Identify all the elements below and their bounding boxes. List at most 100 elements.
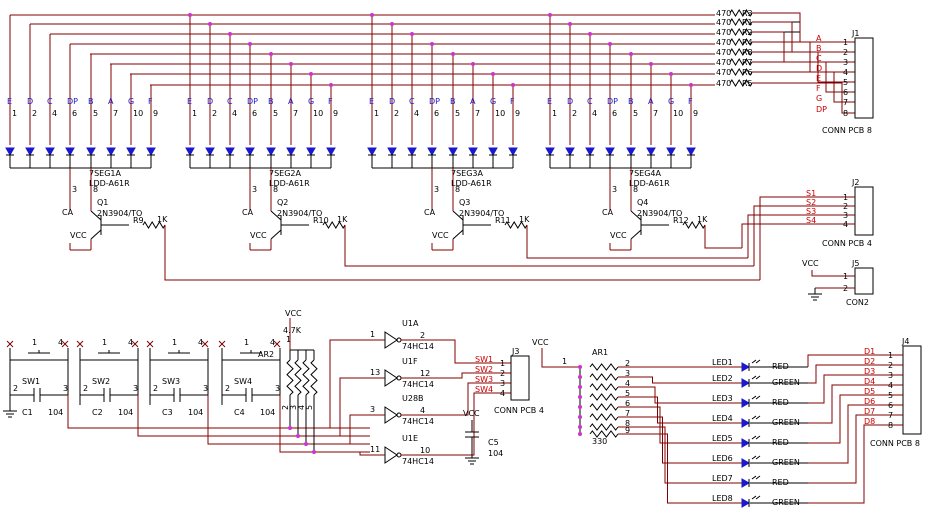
- resistor-ref: R4: [742, 38, 753, 47]
- segment-letter: A: [288, 97, 294, 106]
- led-arrow: [751, 475, 757, 480]
- segment-diode: [585, 147, 595, 157]
- junction-dot: [649, 62, 653, 66]
- resistor-value: 470: [716, 79, 731, 88]
- inverter-gate: [384, 331, 398, 349]
- j4-signal: D2: [864, 357, 875, 366]
- inverter-in-pin: 13: [370, 368, 380, 377]
- switch-pin-1: 1: [32, 338, 37, 347]
- switch-pin-3: 3: [133, 384, 138, 393]
- segment-letter: D: [389, 97, 395, 106]
- junction-dot: [188, 13, 192, 17]
- j2-ref: J2: [851, 178, 859, 187]
- segment-diode: [666, 147, 676, 157]
- u1-input: [359, 451, 370, 456]
- ar1-pin: 5: [625, 389, 630, 398]
- base-resistor-value: 1K: [157, 215, 168, 224]
- resistor-7: [729, 79, 753, 87]
- j4-signal: D1: [864, 347, 875, 356]
- segment-diode: [508, 147, 518, 157]
- segment-diode: [146, 147, 156, 157]
- j4-pin: 5: [888, 391, 893, 400]
- junction-dot: [304, 442, 308, 446]
- led-arrow: [755, 475, 761, 480]
- c5-ref: C5: [488, 438, 499, 447]
- led-arrow: [755, 495, 761, 500]
- j1-ref: J1: [851, 29, 859, 38]
- transistor-ref: Q4: [637, 198, 648, 207]
- cap-ref: C4: [234, 408, 245, 417]
- inverter-out-pin: 12: [420, 369, 430, 378]
- ar1-pin1: 1: [562, 357, 567, 366]
- j2-net: [747, 214, 855, 258]
- switch-net: [207, 395, 370, 445]
- junction-dot: [511, 83, 515, 87]
- j4-signal: D8: [864, 417, 875, 426]
- j1-signal: C: [816, 54, 822, 63]
- switch-ref: SW1: [22, 377, 40, 386]
- j1-signal: B: [816, 44, 822, 53]
- segment-letter: D: [567, 97, 573, 106]
- display-ref: 7SEG1A: [89, 169, 122, 178]
- segment-letter: F: [328, 97, 333, 106]
- led-ref: LED2: [712, 374, 733, 383]
- resistor-value: 470: [716, 68, 731, 77]
- pin-8: 8: [93, 185, 98, 194]
- switch-pin-3: 3: [275, 384, 280, 393]
- resistor-value: 470: [716, 18, 731, 27]
- j1-name: CONN PCB 8: [822, 126, 872, 135]
- j4-connector: [902, 345, 922, 435]
- j1-pin: 3: [843, 58, 848, 67]
- segment-diode: [225, 147, 235, 157]
- cap-value: 104: [118, 408, 133, 417]
- j3-net: [435, 382, 511, 416]
- switch-body: [9, 348, 69, 361]
- transistor-ref: Q2: [277, 198, 288, 207]
- junction-dot: [578, 375, 582, 379]
- no-connect-mark: [201, 340, 209, 348]
- junction-dot: [578, 415, 582, 419]
- base-resistor-ref: R11: [495, 216, 511, 225]
- led-net: [618, 416, 742, 464]
- switch-pin-2: 2: [13, 384, 18, 393]
- base-resistor: [682, 221, 706, 229]
- segment-pin: 10: [495, 109, 505, 118]
- j1-pin: 1: [843, 38, 848, 47]
- resistor-1: [729, 18, 753, 26]
- display-part: LDD-A61R: [451, 179, 492, 188]
- ca-label: CA: [424, 208, 436, 217]
- j2-return: [164, 225, 760, 281]
- display-part: LDD-A61R: [89, 179, 130, 188]
- junction-dot: [451, 52, 455, 56]
- resistor-ref: R5: [742, 79, 753, 88]
- ar2-pin: 3: [289, 405, 298, 410]
- j1-net: [752, 31, 855, 63]
- j1-net: [752, 51, 855, 83]
- base-resistor-value: 1K: [697, 215, 708, 224]
- transistor-part: 2N3904/TO: [459, 209, 504, 218]
- cap-ref: C1: [22, 408, 33, 417]
- j3-pin: 3: [500, 379, 505, 388]
- j4-net: [808, 424, 903, 504]
- j4-signal: D3: [864, 367, 875, 376]
- segment-letter: G: [128, 97, 134, 106]
- ar1-resistor: [589, 413, 619, 421]
- segment-diode: [427, 147, 437, 157]
- inverter-gate: [384, 369, 398, 387]
- led-arrow: [751, 455, 757, 460]
- cap-ref: C2: [92, 408, 103, 417]
- segment-letter: B: [268, 97, 274, 106]
- segment-pin: 2: [212, 109, 217, 118]
- transistor-part: 2N3904/TO: [277, 209, 322, 218]
- inverter-part: 74HC14: [402, 417, 434, 426]
- transistor-part: 2N3904/TO: [637, 209, 682, 218]
- junction-dot: [208, 22, 212, 26]
- segment-pin: 1: [552, 109, 557, 118]
- junction-dot: [578, 425, 582, 429]
- inverter-ref: U1E: [402, 434, 418, 443]
- ar2-resistor: [286, 359, 294, 396]
- j4-net: [808, 394, 903, 444]
- switch-pin-2: 2: [153, 384, 158, 393]
- pin-8: 8: [455, 185, 460, 194]
- inverter-gate: [384, 446, 398, 464]
